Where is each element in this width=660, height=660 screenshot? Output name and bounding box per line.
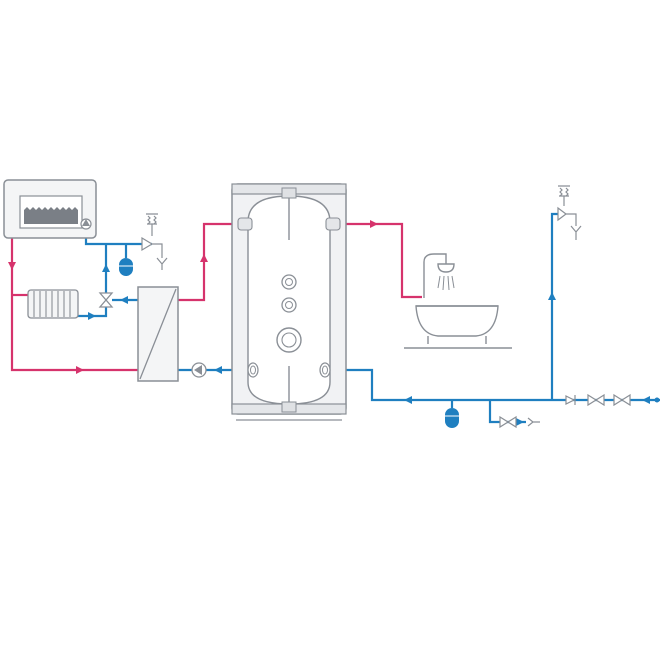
drain-valve: [499, 415, 540, 429]
tank-port: [281, 297, 297, 313]
circulation-pump: [191, 362, 207, 378]
arrow-right-icon: [516, 418, 524, 426]
check-valve-icon: [565, 395, 576, 405]
bathtub-icon: [415, 305, 499, 337]
boiler: [3, 179, 97, 239]
cold-inlet-main-pipe: [328, 368, 660, 402]
valve-icon: [499, 415, 510, 429]
arrow-left-icon: [642, 396, 650, 404]
boiler-hot-supply-pipe: [10, 232, 138, 372]
boiler-burner-flame-icon: [24, 207, 78, 224]
tank-port: [281, 274, 297, 290]
tank-heater-flange: [276, 327, 302, 353]
riser-to-safety-valve-pipe: [550, 212, 562, 400]
bathtub-with-shower: [404, 253, 512, 349]
shower-pipe: [423, 253, 447, 298]
tank-to-bath-pipe: [340, 222, 422, 299]
expansion-vessel-icon: [119, 258, 133, 276]
tank-cold-port: [247, 362, 259, 378]
arrow-left-icon: [120, 296, 128, 304]
three-way-valve-icon: [98, 292, 114, 301]
shower-spray: [437, 275, 455, 291]
cold-flow-arrows: [88, 264, 650, 426]
arrow-up-icon: [200, 254, 208, 262]
valve-icon: [587, 393, 605, 407]
expansion-vessel-heating: [119, 258, 133, 276]
three-way-valve: [98, 292, 114, 308]
drain-branch-pipe: [488, 400, 526, 424]
shower-head-icon: [437, 263, 455, 273]
arrow-up-icon: [548, 292, 556, 300]
valve-icon: [613, 393, 631, 407]
inlet-valves: [565, 393, 631, 407]
safety-valve-heating: [141, 213, 168, 270]
safety-valve-icon: [557, 206, 567, 222]
arrow-left-icon: [214, 366, 222, 374]
arrow-right-icon: [88, 312, 96, 320]
storage-tank: [231, 183, 347, 421]
plate-heat-exchanger: [137, 286, 179, 382]
tank-hot-outlet-port: [237, 217, 253, 231]
arrow-left-icon: [404, 396, 412, 404]
arrow-down-icon: [8, 262, 16, 270]
tank-hot-outlet-port: [325, 217, 341, 231]
safety-valve-cold: [557, 185, 582, 240]
radiator-return-pipe: [78, 304, 108, 318]
expansion-vessel-cold: [445, 408, 459, 428]
arrow-right-icon: [370, 220, 378, 228]
expansion-vessel-icon: [445, 408, 459, 428]
heat-exchanger-icon: [137, 286, 179, 382]
radiator: [27, 289, 79, 319]
arrow-right-icon: [76, 366, 84, 374]
cold-inlet-endpoint: [654, 397, 660, 403]
tank-cold-port: [319, 362, 331, 378]
safety-valve-icon: [141, 236, 154, 252]
hot-flow-arrows: [8, 220, 378, 374]
arrow-up-icon: [102, 264, 110, 272]
